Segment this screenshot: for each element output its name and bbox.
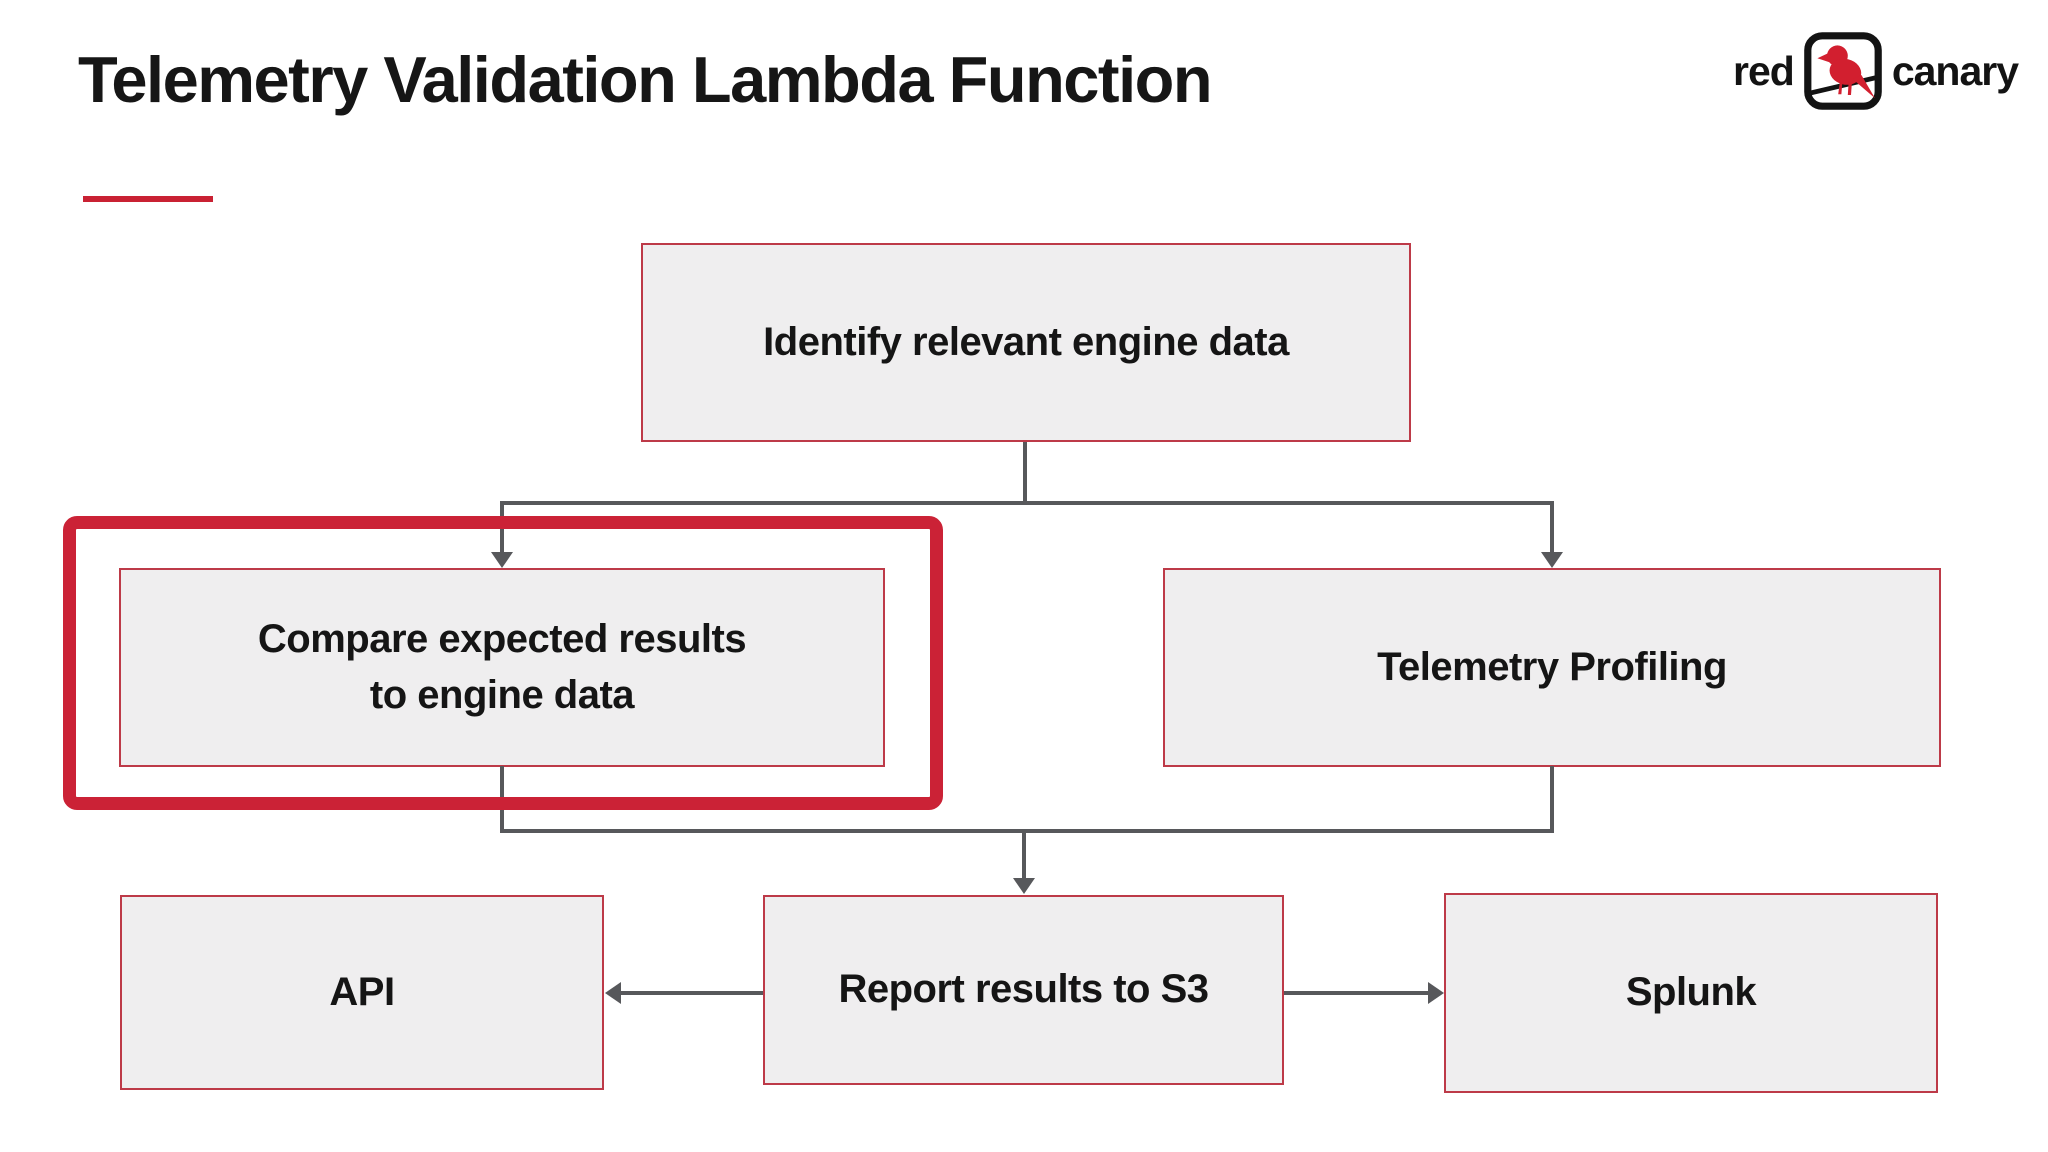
arrowhead-down-profiling-icon [1541,552,1563,568]
node-splunk-label: Splunk [1625,970,1757,1015]
node-identify-engine-data: Identify relevant engine data [641,243,1411,442]
node-compare-results: Compare expected results to engine data [119,568,885,767]
page-title: Telemetry Validation Lambda Function [78,43,1213,116]
node-profiling-label: Telemetry Profiling [1377,644,1727,689]
connector-merge-horizontal [500,829,1554,833]
connector-report-to-splunk [1284,991,1430,995]
node-report-results-s3: Report results to S3 [763,895,1284,1085]
title-underline [83,196,213,202]
arrowhead-down-report-icon [1013,878,1035,894]
logo-word-red: red [1733,47,1795,94]
connector-split-horizontal [500,501,1554,505]
node-api-label: API [329,969,395,1014]
node-identify-label: Identify relevant engine data [763,319,1289,364]
highlight-box [63,516,943,810]
connector-report-to-api [618,991,763,995]
canary-bird-icon [1804,32,1882,110]
node-compare-label: Compare expected results to engine data [257,617,747,717]
connector-to-report [1022,829,1026,880]
node-telemetry-profiling: Telemetry Profiling [1163,568,1941,767]
red-canary-logo: red canary [1733,28,2019,114]
node-api: API [120,895,604,1090]
arrowhead-right-splunk-icon [1428,982,1444,1004]
node-splunk: Splunk [1444,893,1938,1093]
connector-identify-down [1023,442,1027,505]
connector-profiling-down [1550,766,1554,833]
connector-to-profiling [1550,501,1554,556]
node-report-label: Report results to S3 [838,967,1209,1012]
arrowhead-left-api-icon [605,982,621,1004]
logo-word-canary: canary [1891,47,2019,94]
arrowhead-down-compare-icon [491,552,513,568]
